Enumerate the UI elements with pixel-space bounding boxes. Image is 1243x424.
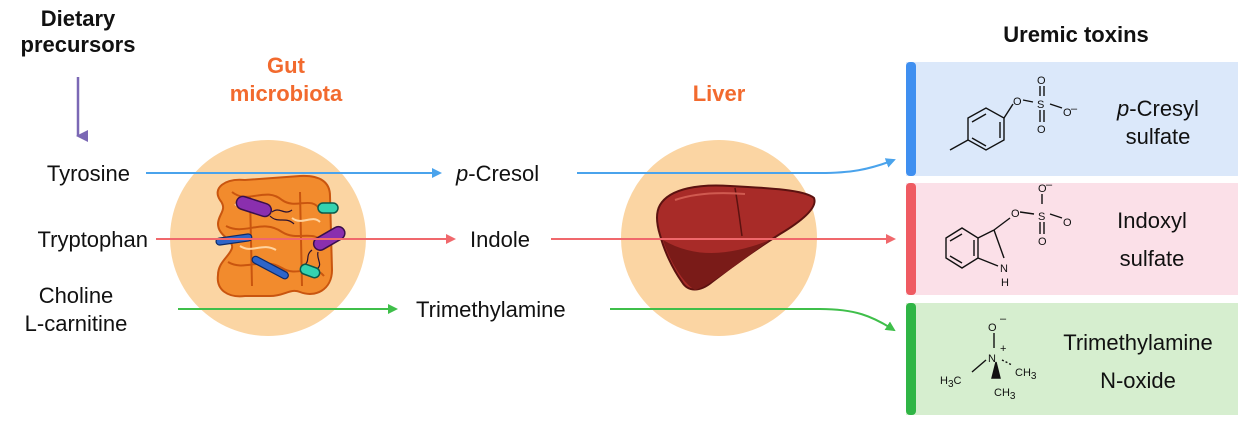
is-S: S (1038, 211, 1045, 223)
tryptophan-label: Tryptophan (38, 227, 148, 252)
pcs-O2: O (1037, 75, 1046, 87)
tmao-box (906, 303, 1238, 415)
uremic-toxins-heading: Uremic toxins (1003, 22, 1149, 47)
is-O3: O (1038, 236, 1047, 248)
pcresyl-sulfate-box (906, 62, 1238, 176)
liver-icon (656, 184, 816, 291)
indoxyl-sulfate-line1: Indoxyl (1117, 208, 1187, 233)
gut-heading-line2: microbiota (230, 81, 343, 106)
carnitine-label: L-carnitine (25, 311, 128, 336)
tmao-ch3-right: CH3 (1015, 367, 1037, 382)
tmao-N-plus: + (1000, 343, 1006, 355)
dietary-heading-line2: precursors (21, 32, 136, 57)
indoxyl-sulfate-structure (945, 194, 1063, 269)
indoxyl-sulfate-line2: sulfate (1120, 246, 1185, 271)
pcresol-label: p-Cresol (455, 161, 539, 186)
bacteria-icon (215, 195, 346, 280)
pcs-minus: – (1071, 103, 1078, 115)
gut-heading-line1: Gut (267, 53, 306, 78)
tmao-line1: Trimethylamine (1063, 330, 1213, 355)
tmao-ch3-bottom: CH3 (994, 387, 1016, 402)
dietary-heading-line1: Dietary (41, 6, 116, 31)
tma-label: Trimethylamine (416, 297, 566, 322)
pcresyl-sulfate-line2: sulfate (1126, 124, 1191, 149)
is-O1: O (1011, 208, 1020, 220)
liver-heading: Liver (693, 81, 746, 106)
pcresyl-sulfate-line1: p-Cresyl (1116, 96, 1199, 121)
tmao-line2: N-oxide (1100, 368, 1176, 393)
tmao-O: O (988, 322, 997, 334)
tma-arrow (610, 308, 896, 332)
tmao-O-minus: – (1000, 313, 1007, 325)
is-O4: O (1063, 217, 1072, 229)
is-N: N (1000, 263, 1008, 275)
is-H: H (1001, 277, 1009, 289)
indole-label: Indole (470, 227, 530, 252)
pcresyl-sulfate-structure (949, 86, 1063, 151)
pcresol-arrow (577, 158, 896, 174)
pcs-O1: O (1013, 96, 1022, 108)
tmao-structure (971, 333, 1013, 379)
pcs-S: S (1037, 99, 1044, 111)
is-O2: O (1038, 183, 1047, 195)
pcs-O4: O (1063, 107, 1072, 119)
tmao-h3c: H3C (940, 375, 962, 390)
tmao-N: N (988, 353, 996, 365)
indoxyl-sulfate-box (906, 183, 1238, 295)
pcs-O3: O (1037, 124, 1046, 136)
tyrosine-label: Tyrosine (47, 161, 130, 186)
is-minus: – (1046, 179, 1053, 191)
choline-label: Choline (39, 283, 114, 308)
